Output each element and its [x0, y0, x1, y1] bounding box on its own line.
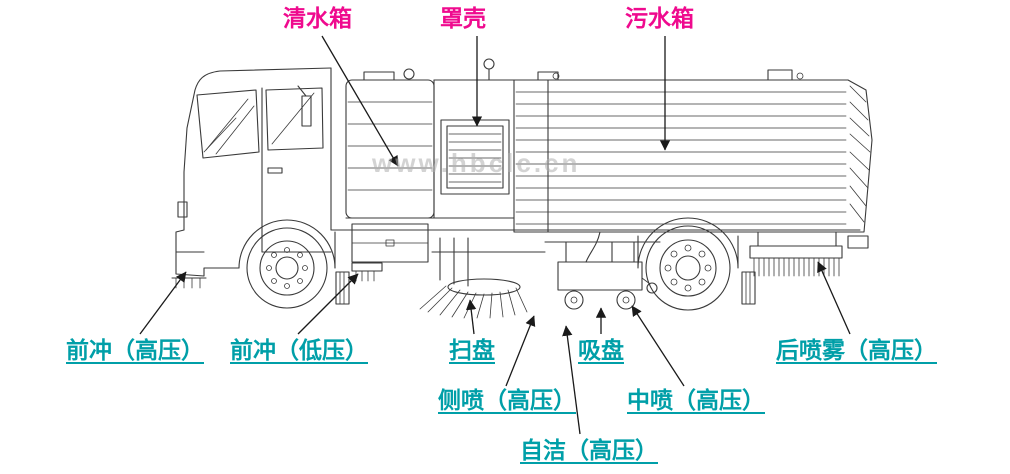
cover-housing [345, 58, 515, 219]
leader-lines [139, 35, 851, 435]
door-window [265, 87, 324, 151]
rear-step [847, 235, 869, 249]
chassis-rail [330, 223, 861, 305]
label-suction-disc: 吸盘 [578, 337, 624, 363]
headlight [177, 201, 188, 218]
sewage-tank-body [433, 69, 873, 269]
arrow-clean-water-tank [321, 35, 399, 167]
door-handle [267, 167, 283, 174]
label-front-flush-high: 前冲（高压） [66, 337, 204, 363]
arrow-center-spray [631, 305, 685, 387]
label-sweep-disc: 扫盘 [449, 337, 495, 363]
front-mud-flap [335, 271, 350, 305]
suction-hose [585, 231, 601, 263]
low-pressure-bar [351, 262, 383, 272]
breather-cap [483, 58, 495, 70]
label-rear-spray-high: 后喷雾（高压） [776, 337, 937, 363]
arrow-front-flush-high [139, 271, 187, 335]
label-sewage-tank: 污水箱 [625, 5, 694, 31]
rear-wheel [645, 225, 731, 311]
sweep-brush-unit [419, 237, 546, 319]
label-cover-shell: 罩壳 [440, 5, 486, 31]
watermark: www.hbclc.cn [372, 148, 581, 178]
arrow-side-spray [505, 315, 536, 387]
clean-water-tank-body [345, 68, 435, 219]
front-wheel [246, 227, 328, 309]
suction-unit [544, 231, 661, 310]
windshield [196, 89, 260, 159]
label-side-spray-high: 侧喷（高压） [438, 387, 576, 413]
rear-spray-bar [749, 231, 843, 277]
side-mirror [301, 95, 312, 127]
label-self-clean-high: 自洁（高压） [520, 437, 658, 463]
label-front-flush-low: 前冲（低压） [230, 337, 368, 363]
label-center-spray-high: 中喷（高压） [627, 387, 765, 413]
arrow-front-flush-low [297, 273, 359, 335]
arrow-sweep-disc [465, 299, 477, 335]
wiper [203, 117, 237, 153]
arrow-rear-spray [817, 261, 851, 335]
arrow-self-clean [562, 325, 581, 435]
mid-spray-nozzle [646, 282, 658, 294]
tank-rear-panel [847, 79, 873, 233]
label-clean-water-tank: 清水箱 [283, 5, 352, 31]
rear-mud-flap [741, 271, 756, 305]
truck-cab [175, 67, 336, 277]
